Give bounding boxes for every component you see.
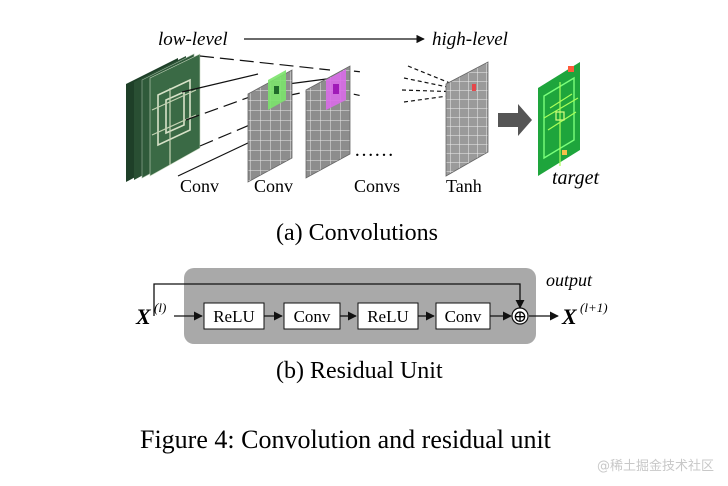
input-feature-maps (126, 53, 201, 182)
input-x: X (135, 304, 152, 329)
target-map (538, 62, 580, 176)
output-superscript: (l+1) (580, 300, 608, 315)
tanh-output-pixel (472, 84, 476, 91)
conv-layer-1 (247, 69, 293, 183)
block-relu-2-label: ReLU (367, 307, 409, 326)
convolutions-panel: low-level high-level (126, 29, 599, 246)
conv-layer-2 (305, 65, 351, 179)
block-relu-2: ReLU (357, 302, 419, 330)
target-label: target (552, 167, 599, 189)
layer-label-convs: Convs (354, 176, 400, 196)
input-superscript: (l) (154, 300, 166, 315)
receptive-field-lines (177, 55, 463, 177)
block-conv-2: Conv (435, 302, 491, 330)
figure-caption: Figure 4: Convolution and residual unit (140, 425, 552, 454)
layer-label-conv-1: Conv (180, 176, 219, 196)
ellipsis-dots: …… (354, 139, 394, 161)
block-relu-1: ReLU (203, 302, 265, 330)
skip-connection (153, 283, 525, 316)
block-relu-1-label: ReLU (213, 307, 255, 326)
layer-label-conv-2: Conv (254, 176, 293, 196)
caption-b: (b) Residual Unit (276, 358, 443, 384)
residual-unit-panel: output X (l) ReLU Conv ReLU (135, 268, 608, 384)
low-level-label: low-level (158, 29, 228, 50)
block-conv-1: Conv (283, 302, 341, 330)
output-arrow (498, 104, 532, 136)
layer-label-tanh: Tanh (446, 176, 482, 196)
output-label: output (546, 270, 593, 290)
block-conv-1-label: Conv (294, 307, 331, 326)
high-level-label: high-level (432, 29, 508, 50)
tanh-layer (445, 61, 489, 177)
block-conv-2-label: Conv (445, 307, 482, 326)
sum-node: ⊕ (511, 307, 529, 326)
caption-a: (a) Convolutions (276, 220, 438, 246)
output-x: X (561, 304, 578, 329)
sum-symbol: ⊕ (513, 307, 527, 326)
watermark: @稀土掘金技术社区 (596, 459, 714, 474)
